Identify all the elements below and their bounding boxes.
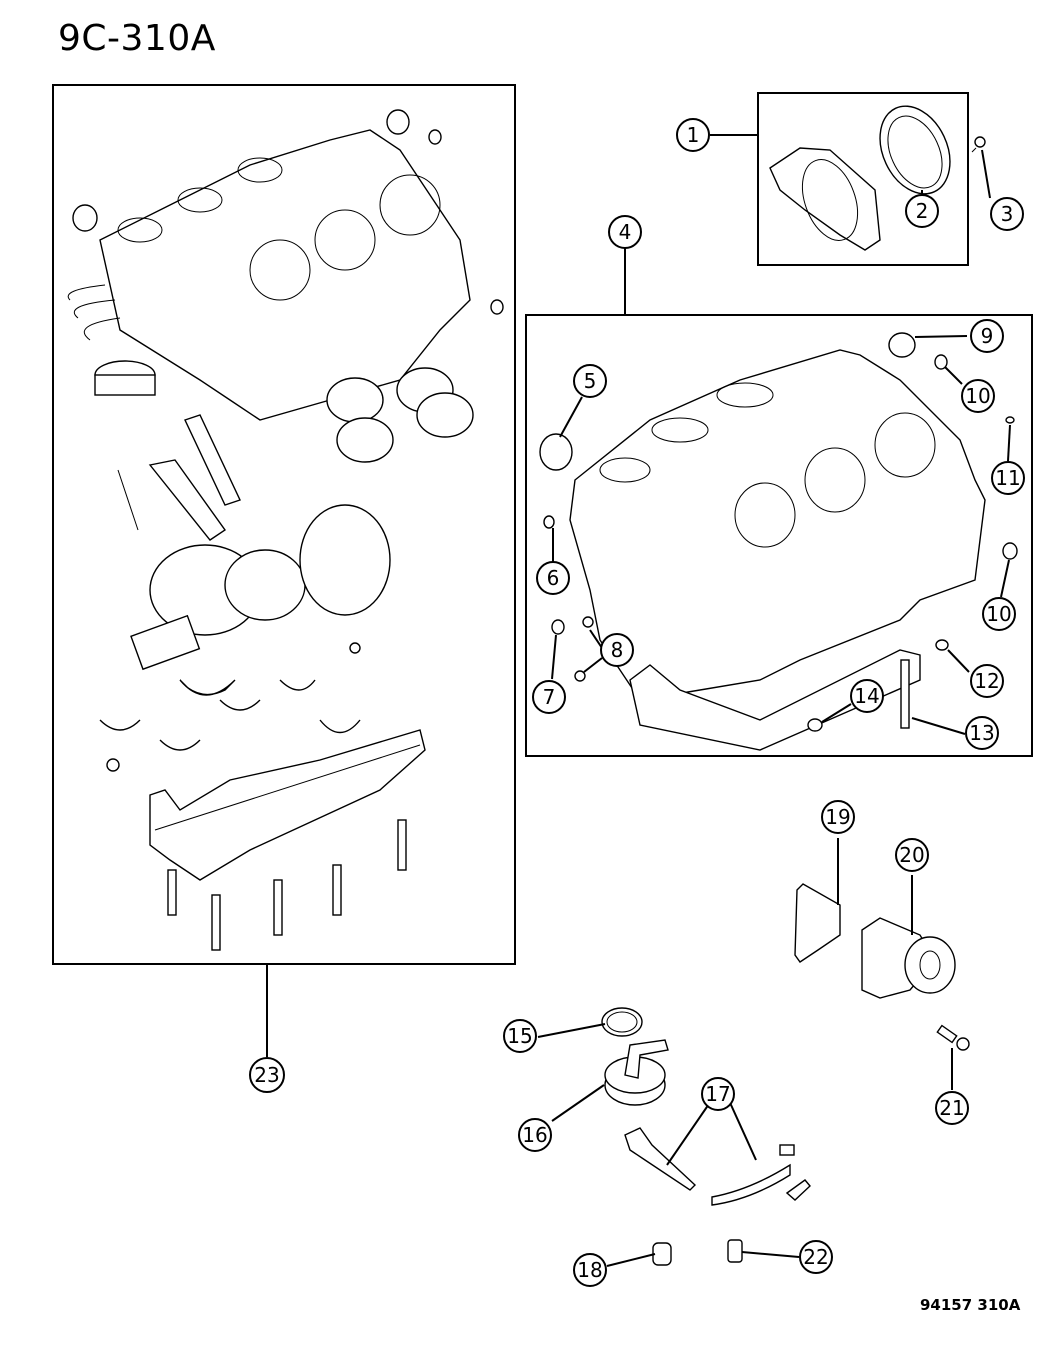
svg-text:15: 15 — [507, 1024, 532, 1048]
svg-text:14: 14 — [854, 684, 879, 708]
diagram-title: 9C-310A — [58, 18, 216, 59]
callout-20: 20 — [895, 838, 929, 872]
callout-9: 9 — [970, 319, 1004, 353]
callout-16: 16 — [518, 1118, 552, 1152]
bolt-21-drawing — [936, 1024, 970, 1051]
svg-text:1: 1 — [687, 123, 700, 147]
svg-text:10: 10 — [986, 602, 1011, 626]
plug-7-drawing — [551, 619, 565, 635]
rear-seal-drawing — [879, 105, 951, 195]
svg-text:2: 2 — [916, 199, 929, 223]
callout-19: 19 — [821, 800, 855, 834]
callout-10a: 10 — [961, 379, 995, 413]
svg-text:20: 20 — [899, 843, 924, 867]
short-block-assembly-frame — [52, 84, 516, 965]
svg-text:11: 11 — [995, 466, 1020, 490]
svg-text:5: 5 — [584, 369, 597, 393]
callout-8: 8 — [600, 633, 634, 667]
callout-11: 11 — [991, 461, 1025, 495]
callout-2: 2 — [905, 194, 939, 228]
svg-text:19: 19 — [825, 805, 850, 829]
callout-23: 23 — [249, 1057, 285, 1093]
callout-18: 18 — [573, 1253, 607, 1287]
callout-7: 7 — [532, 680, 566, 714]
callout-6: 6 — [536, 561, 570, 595]
svg-text:12: 12 — [974, 669, 999, 693]
oil-filler-16-drawing — [604, 1039, 669, 1106]
svg-text:4: 4 — [619, 220, 632, 244]
dowel-14-drawing — [807, 718, 823, 732]
svg-text:22: 22 — [803, 1245, 828, 1269]
short-block-drawing — [67, 109, 504, 951]
svg-text:16: 16 — [522, 1123, 547, 1147]
svg-text:10: 10 — [965, 384, 990, 408]
plug-5-drawing — [539, 433, 573, 471]
bolt-3-drawing — [971, 136, 986, 153]
clip-22-drawing — [727, 1239, 743, 1263]
callout-5: 5 — [573, 364, 607, 398]
diagram-code: 94157 310A — [920, 1296, 1021, 1314]
clip-18-drawing — [652, 1242, 672, 1266]
plug-9-drawing — [888, 332, 916, 358]
svg-text:23: 23 — [254, 1063, 279, 1087]
svg-text:9: 9 — [981, 324, 994, 348]
plug-8b-drawing — [574, 670, 586, 682]
stud-13-drawing — [900, 659, 910, 729]
svg-text:3: 3 — [1001, 202, 1014, 226]
callout-15: 15 — [503, 1019, 537, 1053]
callout-4: 4 — [608, 215, 642, 249]
callout-17: 17 — [701, 1077, 735, 1111]
callout-12: 12 — [970, 664, 1004, 698]
sensor-17-drawing — [624, 1127, 811, 1206]
callout-21: 21 — [935, 1091, 969, 1125]
svg-text:6: 6 — [547, 566, 560, 590]
pin-11-drawing — [1005, 416, 1015, 424]
gasket-19-drawing — [794, 883, 841, 963]
plug-10a-drawing — [934, 354, 948, 370]
adapter-20-drawing — [861, 917, 956, 999]
callout-3: 3 — [990, 197, 1024, 231]
rear-seal-kit-frame — [757, 92, 969, 266]
callout-13: 13 — [965, 716, 999, 750]
seal-retainer-drawing — [769, 147, 881, 251]
callout-1: 1 — [676, 118, 710, 152]
svg-text:7: 7 — [543, 685, 556, 709]
dowel-12-drawing — [935, 639, 949, 651]
svg-text:17: 17 — [705, 1082, 730, 1106]
callout-14: 14 — [850, 679, 884, 713]
callout-10b: 10 — [982, 597, 1016, 631]
cylinder-block-frame — [525, 314, 1033, 757]
svg-text:13: 13 — [969, 721, 994, 745]
leader-lines — [266, 134, 1011, 1267]
plug-6-drawing — [543, 515, 555, 529]
svg-text:18: 18 — [577, 1258, 602, 1282]
svg-text:21: 21 — [939, 1096, 964, 1120]
callout-22: 22 — [799, 1240, 833, 1274]
plug-8a-drawing — [582, 616, 594, 628]
plug-10b-drawing — [1002, 542, 1018, 560]
cylinder-block-drawing — [569, 349, 986, 751]
svg-text:8: 8 — [611, 638, 624, 662]
